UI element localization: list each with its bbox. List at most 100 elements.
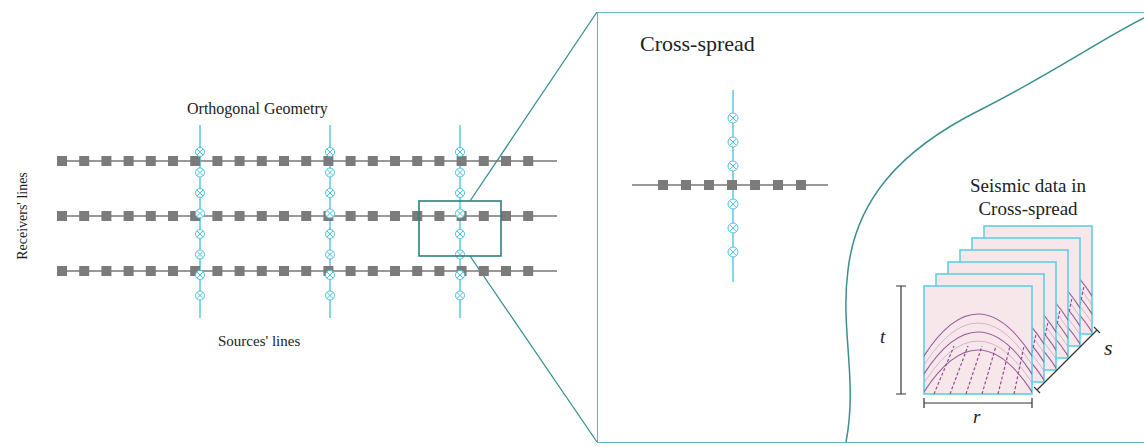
source-point (196, 148, 205, 157)
zoom-line (470, 256, 597, 442)
noise (950, 346, 968, 394)
zoom-line (470, 12, 597, 201)
source-point (456, 291, 465, 300)
source-cross (197, 231, 203, 237)
receiver (146, 266, 156, 276)
source-point (456, 209, 465, 218)
receiver (235, 266, 245, 276)
source-point (728, 137, 738, 147)
orthogonal-geometry (57, 125, 557, 318)
source-point (456, 189, 465, 198)
source-point (326, 189, 335, 198)
receiver (479, 211, 489, 221)
source-point (456, 148, 465, 157)
source-cross (457, 210, 463, 216)
receiver (279, 266, 289, 276)
region-curve (846, 18, 1144, 442)
receiver (57, 266, 67, 276)
source-point (456, 230, 465, 239)
receiver (523, 156, 533, 166)
receiver (212, 211, 222, 221)
receiver (301, 211, 311, 221)
receiver (704, 180, 714, 190)
source-cross (730, 225, 737, 232)
axis-label: Sources' lines (218, 333, 300, 350)
source-point (456, 168, 465, 177)
noise (998, 346, 1010, 394)
source-cross (327, 292, 333, 298)
receiver (501, 156, 511, 166)
receiver (101, 211, 111, 221)
source-cross (457, 231, 463, 237)
reflection (924, 314, 1032, 364)
receiver (368, 266, 378, 276)
axis-label: Receivers' lines (15, 172, 31, 260)
source-point (196, 189, 205, 198)
noise (1014, 346, 1024, 394)
dimension-label: r (973, 406, 980, 428)
source-point (728, 113, 738, 123)
source-cross (197, 210, 203, 216)
receiver (457, 156, 467, 166)
receiver (301, 156, 311, 166)
dimension-marks (896, 286, 1100, 408)
source-point (728, 223, 738, 233)
receiver (79, 266, 89, 276)
source-cross (197, 149, 203, 155)
source-cross (730, 201, 737, 208)
receiver (390, 156, 400, 166)
source-cross (457, 149, 463, 155)
source-point (196, 271, 205, 280)
receiver (323, 156, 333, 166)
source-cross (327, 190, 333, 196)
source-point (326, 271, 335, 280)
receiver (773, 180, 783, 190)
receiver (57, 156, 67, 166)
source-point (326, 230, 335, 239)
receiver (301, 266, 311, 276)
source-point (196, 291, 205, 300)
reflection (924, 332, 1032, 382)
receiver (346, 211, 356, 221)
source-cross (327, 210, 333, 216)
source-point (456, 250, 465, 259)
receiver (727, 180, 737, 190)
dimension-label: s (1104, 335, 1113, 361)
receiver (412, 266, 422, 276)
receiver (101, 156, 111, 166)
reflection (924, 323, 1032, 373)
source-point (728, 247, 738, 257)
receiver (412, 156, 422, 166)
dimension-label: t (880, 326, 885, 348)
zoom-box (419, 201, 501, 256)
cross-spread-symbol (632, 90, 828, 282)
receiver (434, 266, 444, 276)
receiver (523, 211, 533, 221)
receiver (168, 156, 178, 166)
source-cross (197, 272, 203, 278)
receiver (681, 180, 691, 190)
receiver (368, 211, 378, 221)
source-point (728, 161, 738, 171)
receiver (257, 266, 267, 276)
source-point (326, 148, 335, 157)
noise (966, 346, 982, 394)
source-cross (327, 231, 333, 237)
receiver (479, 266, 489, 276)
receiver (190, 156, 200, 166)
source-point (196, 230, 205, 239)
receiver (368, 156, 378, 166)
source-point (326, 250, 335, 259)
source-cross (457, 190, 463, 196)
receiver (257, 156, 267, 166)
source-point (196, 250, 205, 259)
receiver (124, 156, 134, 166)
receiver (257, 211, 267, 221)
receiver (79, 211, 89, 221)
receiver (279, 211, 289, 221)
panel-title: Cross-spread (640, 31, 755, 57)
zoom-panel: Cross-spreadSeismic data in Cross-spread (597, 12, 1144, 443)
receiver (658, 180, 668, 190)
seismic-slice (919, 286, 1037, 400)
receiver (168, 211, 178, 221)
